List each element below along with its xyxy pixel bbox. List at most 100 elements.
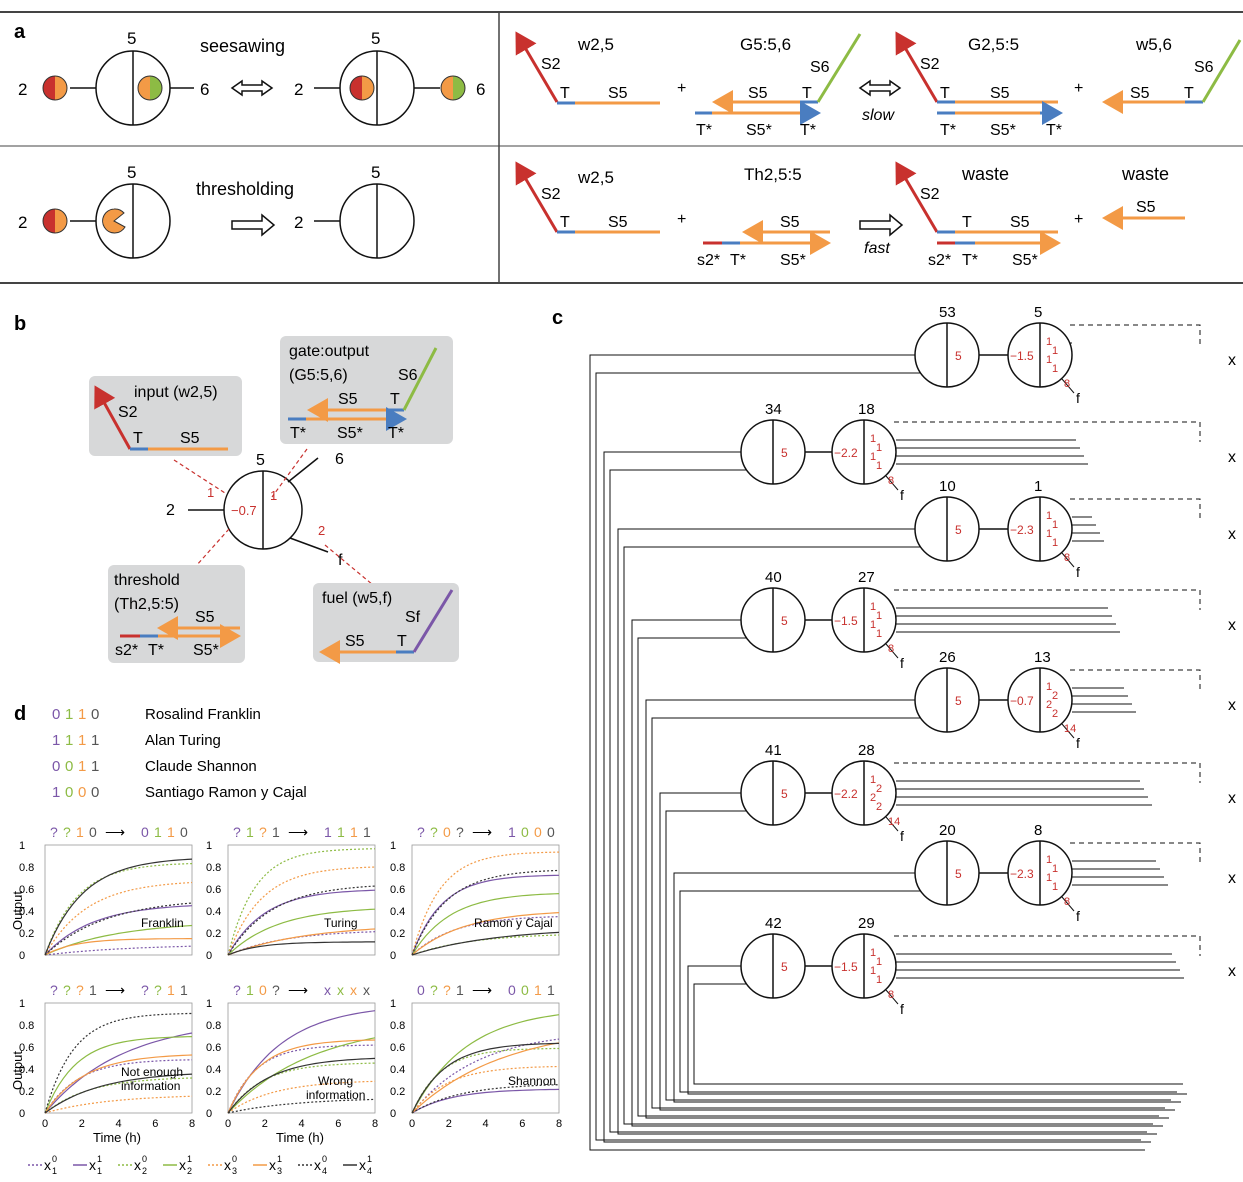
- strand-label: S5*: [990, 122, 1016, 139]
- gate-index: 29: [858, 915, 875, 932]
- gate-index: 27: [858, 569, 875, 586]
- series-line: [227, 928, 376, 956]
- strand-label: T*: [962, 252, 978, 269]
- strand-label: S5*: [193, 642, 219, 659]
- gate-label: gate:output: [289, 343, 370, 360]
- header-digit: 1: [167, 824, 175, 840]
- strand-label: S2: [541, 56, 561, 73]
- ytick: 0.2: [19, 928, 34, 940]
- code-digit: 1: [78, 706, 86, 723]
- strand-label: T*: [696, 122, 712, 139]
- arrow-icon: ⟶: [288, 824, 308, 840]
- code-digit: 1: [52, 784, 60, 801]
- fuel-label: fuel (w5,f): [322, 590, 392, 607]
- ytick: 0: [206, 950, 212, 962]
- code-digit: 1: [65, 732, 73, 749]
- ylabel: Output: [10, 1051, 25, 1090]
- plot-label: Ramon y Cajal: [474, 916, 553, 930]
- header-digit: 1: [246, 824, 254, 840]
- legend-label: x: [224, 1157, 231, 1173]
- ytick: 0.2: [390, 1086, 405, 1098]
- legend-sub: 3: [232, 1166, 237, 1176]
- strand-label: S5: [180, 430, 200, 447]
- header-digit: ?: [50, 982, 58, 998]
- header-digit: 0: [443, 824, 451, 840]
- header-digit: 1: [167, 982, 175, 998]
- series-line: [44, 1032, 193, 1114]
- legend-name: Rosalind Franklin: [145, 706, 261, 723]
- header-digit: 1: [337, 824, 345, 840]
- gate-index: 18: [858, 401, 875, 418]
- threshold-value: −1.5: [834, 960, 858, 974]
- legend-sub: 2: [142, 1166, 147, 1176]
- legend-name: Alan Turing: [145, 732, 221, 749]
- strand-label: S5: [195, 609, 215, 626]
- fuel-f: f: [1076, 735, 1080, 751]
- code-digit: 0: [52, 758, 60, 775]
- strand-label: T: [560, 214, 570, 231]
- strand-label: S5: [345, 633, 365, 650]
- weight-label: 1: [207, 485, 214, 500]
- ytick: 0: [390, 1108, 396, 1120]
- weight-label: 2: [870, 792, 876, 804]
- series-line: [227, 866, 376, 956]
- series-line: [44, 1095, 193, 1114]
- gate-value: 5: [781, 787, 788, 801]
- output-dashed-wire: [894, 589, 1201, 610]
- legend-sup: 0: [52, 1154, 57, 1164]
- wire: [595, 372, 1141, 1141]
- series-line: [44, 1012, 192, 1114]
- fuel-value: 14: [1064, 723, 1076, 735]
- strand-label: T: [560, 85, 570, 102]
- ytick: 1: [206, 840, 212, 852]
- xtick: 2: [79, 1118, 85, 1130]
- header-digit: 0: [534, 824, 542, 840]
- threshold-label: thresholding: [196, 179, 294, 199]
- series-line: [227, 848, 375, 956]
- fuel-f: f: [900, 487, 904, 503]
- code-digit: 0: [78, 784, 86, 801]
- series-line: [411, 916, 560, 956]
- fuel-wire: [1061, 896, 1075, 912]
- gate-value: 5: [781, 960, 788, 974]
- gate-index: 20: [939, 822, 956, 839]
- header-digit: 0: [417, 982, 425, 998]
- xtick: 6: [152, 1118, 158, 1130]
- header-digit: 1: [324, 824, 332, 840]
- fuel-f: f: [900, 655, 904, 671]
- gate-index: 1: [1034, 478, 1042, 495]
- node-label: f: [338, 552, 343, 569]
- xtick: 8: [189, 1118, 195, 1130]
- xtick: 0: [225, 1118, 231, 1130]
- ytick: 0: [206, 1108, 212, 1120]
- header-digit: 0: [180, 824, 188, 840]
- output-x: x: [1228, 352, 1236, 369]
- strand-label: T: [1184, 85, 1194, 102]
- ytick: 0.6: [206, 1042, 221, 1054]
- panel-letter-c: c: [552, 307, 563, 329]
- ytick: 0.6: [19, 884, 34, 896]
- ytick: 0.2: [206, 1086, 221, 1098]
- series-line: [227, 931, 376, 956]
- header-digit: 0: [521, 824, 529, 840]
- header-digit: 1: [272, 824, 280, 840]
- node-label: 5: [256, 452, 265, 469]
- header-digit: 1: [76, 824, 84, 840]
- series-line: [227, 941, 375, 956]
- wire: [651, 717, 1165, 1109]
- Th255-label: Th2,5:5: [744, 165, 802, 184]
- code-digit: 1: [65, 706, 73, 723]
- ytick: 0: [19, 1108, 25, 1120]
- header-digit: ?: [233, 824, 241, 840]
- input-label: input (w2,5): [134, 384, 218, 401]
- arrow-icon: ⟶: [105, 824, 125, 840]
- wire: [679, 890, 1177, 1093]
- legend-name: Claude Shannon: [145, 758, 257, 775]
- legend-sup: 0: [232, 1154, 237, 1164]
- gate-value: 5: [955, 694, 962, 708]
- plus: +: [677, 211, 686, 228]
- header-digit: ?: [430, 824, 438, 840]
- output-x: x: [1228, 870, 1236, 887]
- series-line: [227, 1037, 376, 1114]
- weight-label: 1: [1052, 345, 1058, 357]
